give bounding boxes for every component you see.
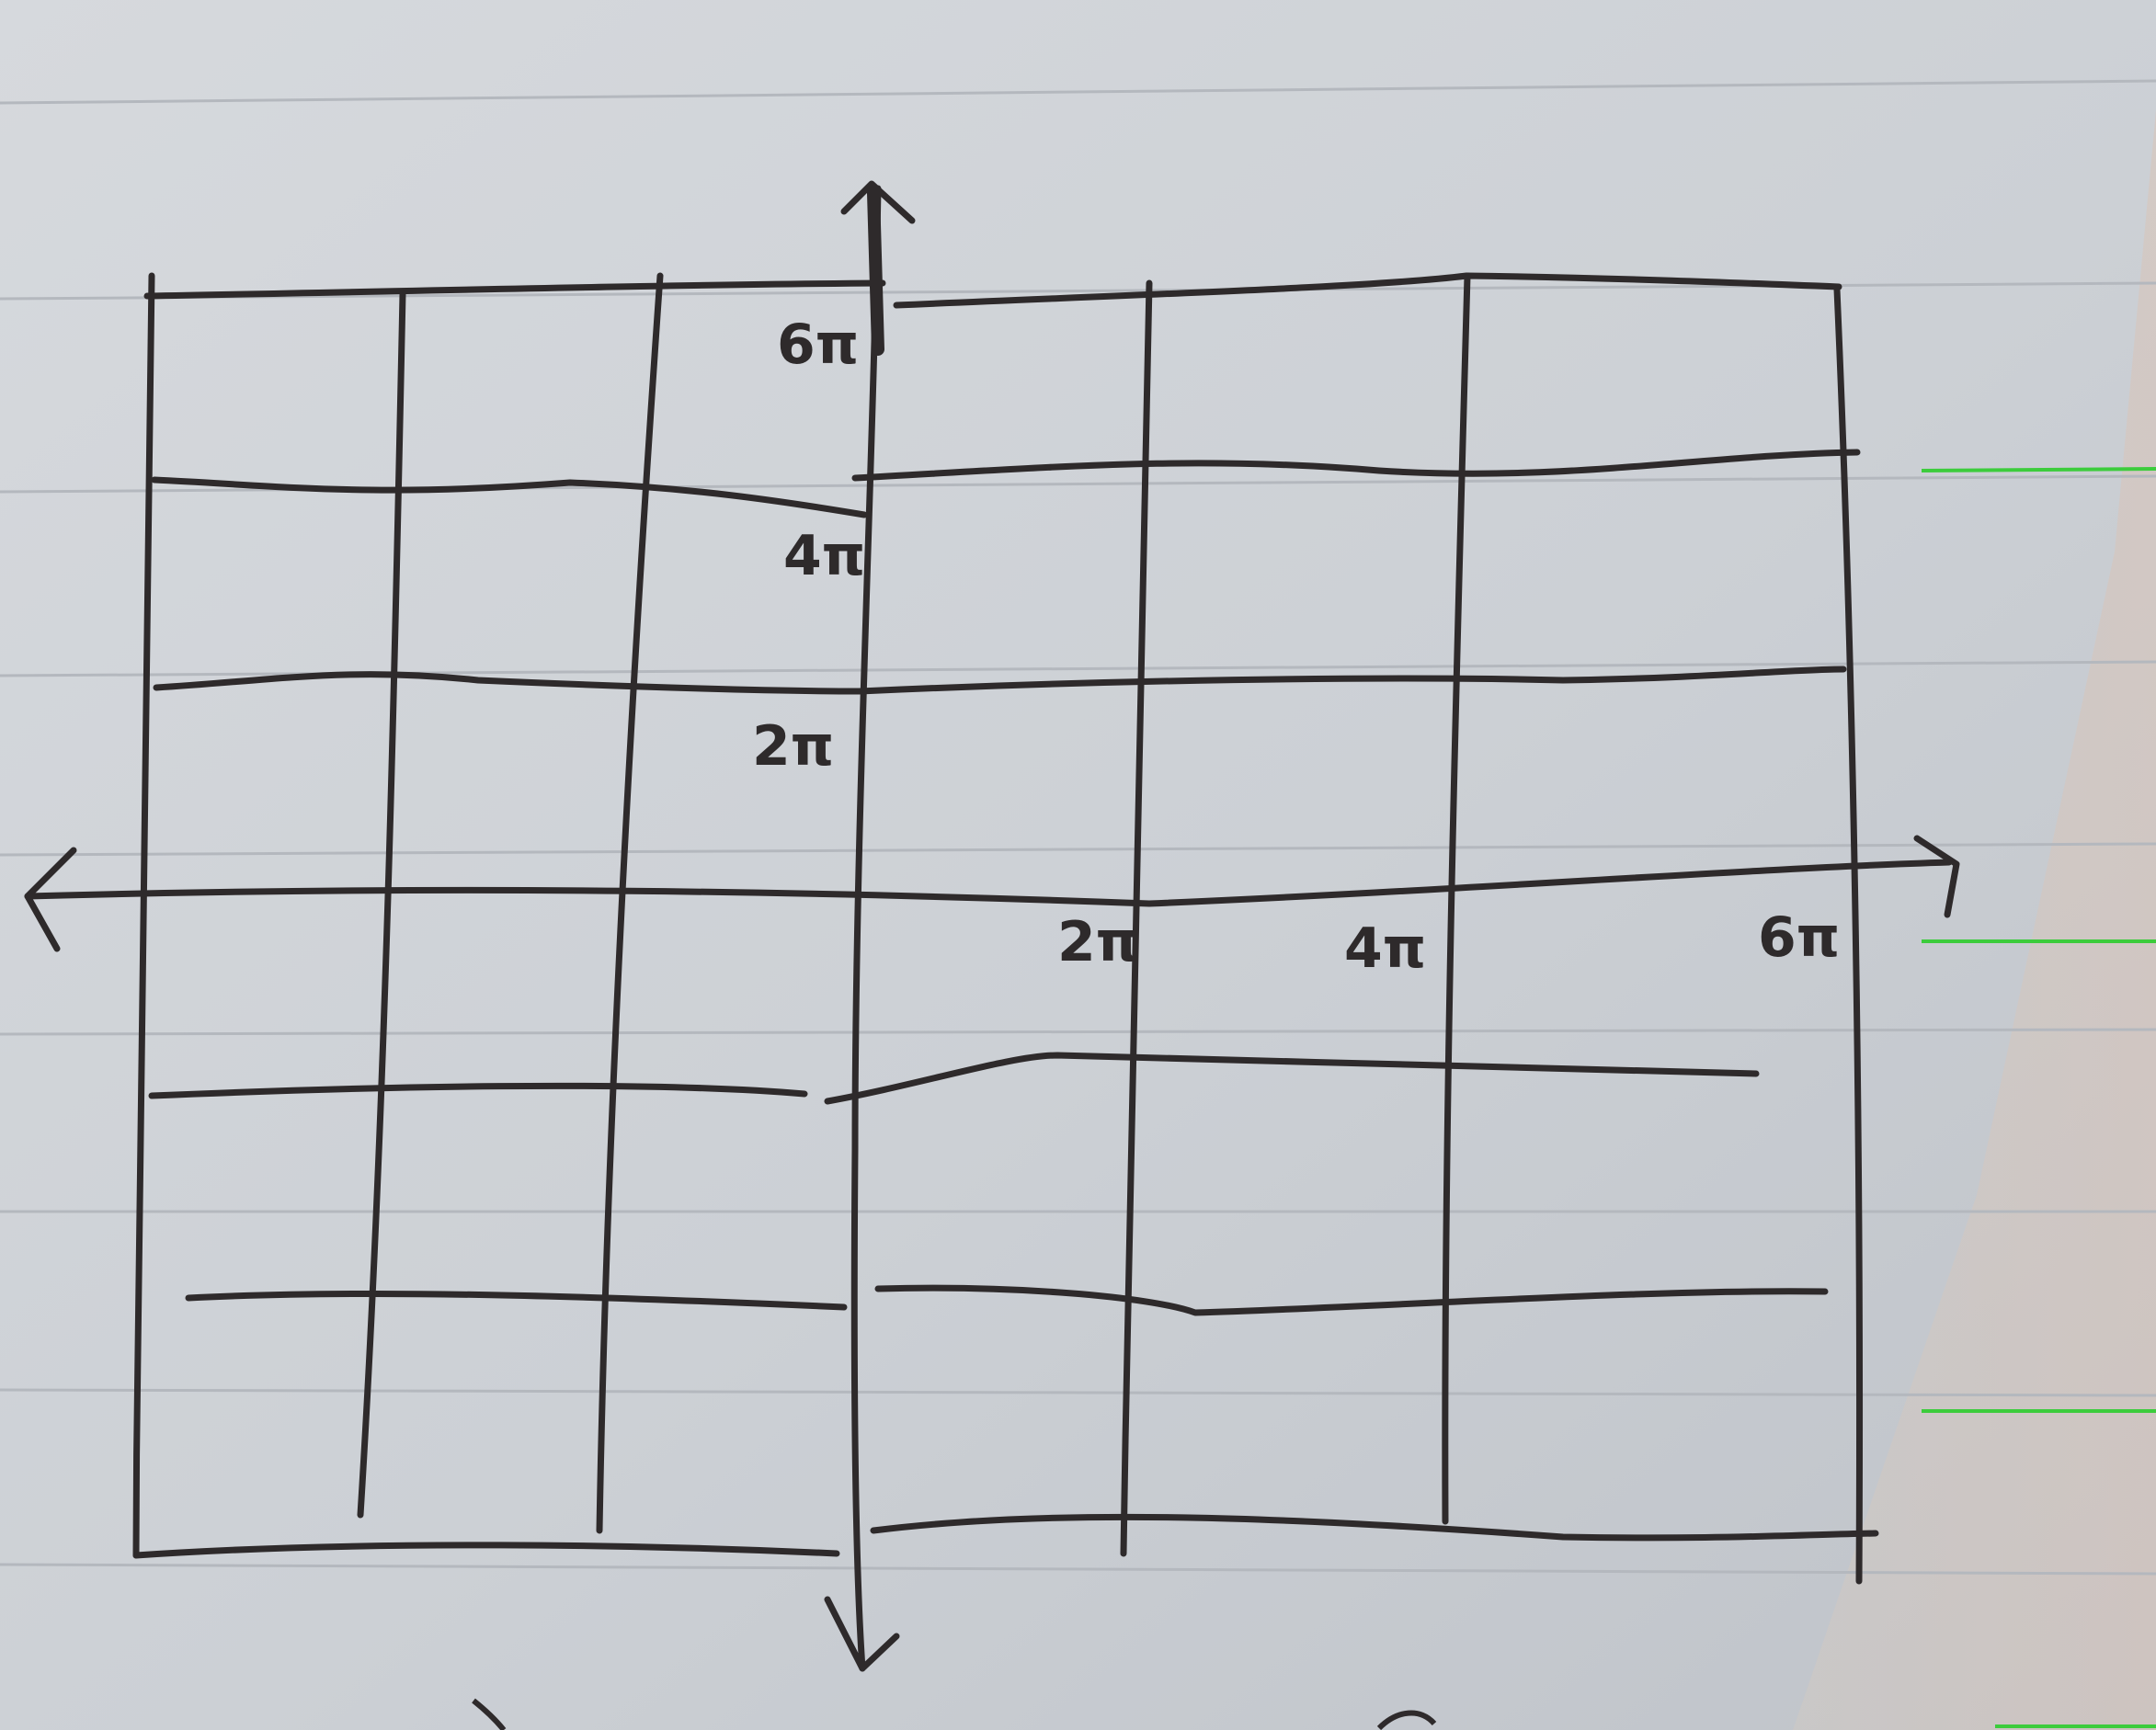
grid-bottom-border (132, 1542, 840, 1559)
y-tick-label-6pi: 6π (777, 313, 859, 377)
bottom-edge-pen-mark (472, 1698, 507, 1730)
grid-top-border (143, 279, 886, 300)
paper-edge-shadow (1793, 110, 2156, 1730)
green-highlight-marks (1921, 467, 2156, 1728)
grid-bottom-border-right (870, 1513, 1879, 1542)
y-tick-label-2pi: 2π (752, 714, 834, 779)
bottom-edge-pen-mark (1376, 1710, 1437, 1730)
grid-horizontal-line (874, 1284, 1829, 1316)
y-axis-line (850, 185, 882, 1672)
grid-vertical-line (596, 272, 664, 1534)
x-axis-line (24, 859, 1953, 907)
grid-horizontal-line (856, 666, 1847, 695)
grid-vertical-line (1442, 272, 1471, 1525)
y-axis-arrow-top (840, 180, 916, 224)
x-tick-label-4pi: 4π (1344, 916, 1426, 981)
grid-horizontal-line (185, 1290, 848, 1311)
x-axis-arrow-left (24, 847, 77, 952)
y-axis-top-stroke (867, 187, 884, 356)
grid-left-border (132, 272, 155, 1559)
grid-horizontal-line (151, 476, 868, 518)
grid-horizontal-line (851, 449, 1861, 482)
grid-vertical-line (1120, 279, 1153, 1557)
y-tick-label-4pi: 4π (783, 524, 865, 588)
x-axis-arrow-right (1913, 835, 1960, 918)
grid-horizontal-line (824, 1052, 1760, 1105)
x-tick-label-2pi: 2π (1057, 910, 1139, 974)
hand-drawn-grid (24, 180, 1960, 1672)
y-axis-arrow-bottom (824, 1596, 900, 1672)
x-tick-label-6pi: 6π (1758, 905, 1840, 970)
grid-vertical-line (357, 290, 406, 1519)
grid-horizontal-line (153, 671, 863, 695)
grid-top-border-right (893, 272, 1842, 309)
grid-horizontal-line (148, 1082, 808, 1099)
